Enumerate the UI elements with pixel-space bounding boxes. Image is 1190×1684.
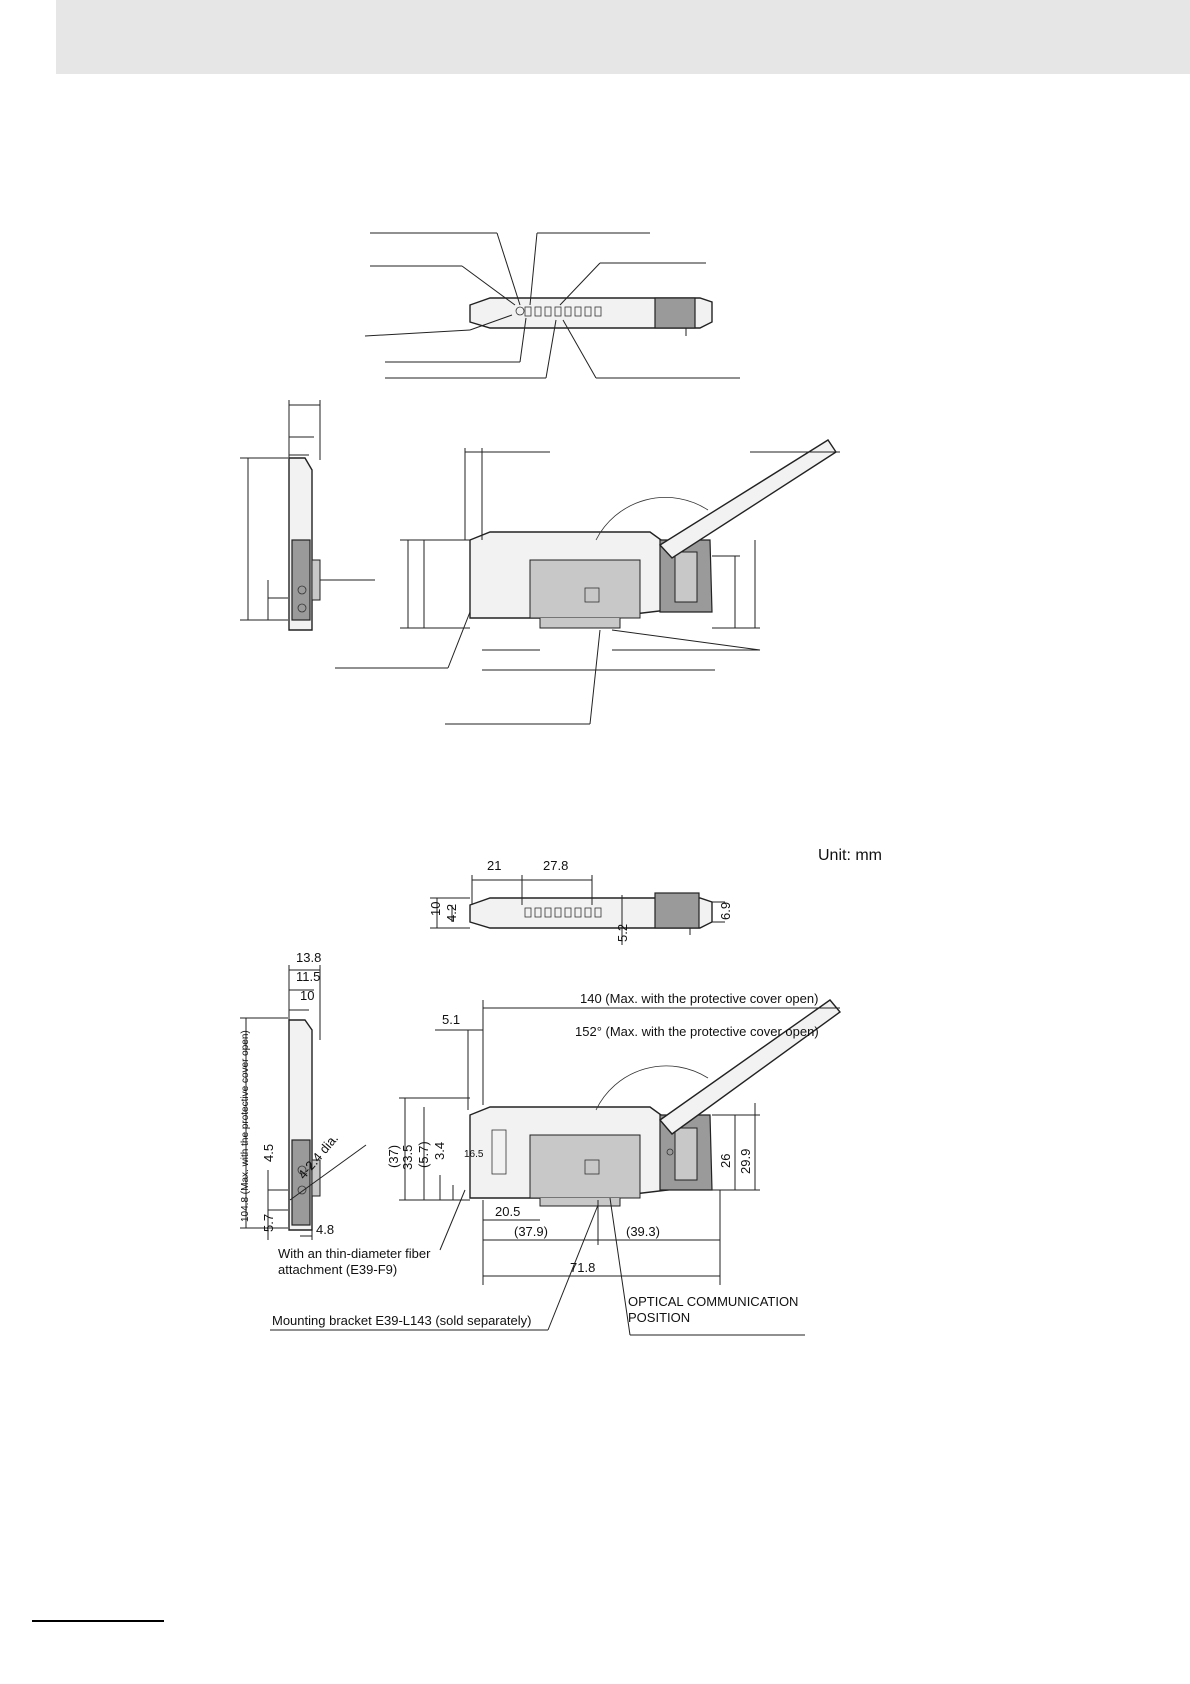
lower-front-view bbox=[270, 999, 842, 1336]
front-dim-16-5: 16.5 bbox=[464, 1149, 484, 1160]
top-dim-27-8: 27.8 bbox=[543, 858, 568, 873]
side-dim-4-5: 4.5 bbox=[261, 1144, 276, 1162]
footer-rule bbox=[32, 1620, 164, 1622]
front-dim-26: 26 bbox=[718, 1154, 733, 1168]
front-dim-20-5: 20.5 bbox=[495, 1204, 520, 1219]
front-dim-37-9: (37.9) bbox=[514, 1224, 548, 1239]
front-dim-5-7: (5.7) bbox=[416, 1141, 431, 1168]
side-dim-11-5: 11.5 bbox=[296, 969, 320, 984]
top-dim-6-9: 6.9 bbox=[718, 902, 733, 920]
unit-label: Unit: mm bbox=[818, 847, 882, 864]
note-fiber-attachment: With an thin-diameter fiber attachment (… bbox=[278, 1246, 434, 1277]
front-dim-71-8: 71.8 bbox=[570, 1260, 595, 1275]
note-bracket: Mounting bracket E39-L143 (sold separate… bbox=[272, 1313, 531, 1328]
upper-top-view bbox=[364, 232, 740, 379]
top-dim-5-2: 5.2 bbox=[615, 924, 630, 942]
lower-top-view bbox=[430, 875, 725, 945]
side-dim-10: 10 bbox=[300, 988, 314, 1003]
lower-side-view bbox=[240, 965, 367, 1240]
top-dim-4-2: 4.2 bbox=[444, 904, 459, 922]
side-dim-5-7: 5.7 bbox=[261, 1214, 276, 1232]
front-angle-label: 152° (Max. with the protective cover ope… bbox=[575, 1024, 819, 1039]
upper-side-view bbox=[240, 400, 375, 631]
top-dim-21: 21 bbox=[487, 858, 501, 873]
page-header-band bbox=[56, 0, 1190, 74]
note-optical: OPTICAL COMMUNICATION POSITION bbox=[628, 1294, 802, 1325]
front-dim-3-4: 3.4 bbox=[432, 1142, 447, 1160]
front-dim-37: (37) bbox=[386, 1145, 401, 1168]
top-dim-10: 10 bbox=[428, 902, 443, 916]
side-dim-13-8: 13.8 bbox=[296, 950, 321, 965]
upper-front-view bbox=[335, 439, 840, 725]
front-dim-5-1: 5.1 bbox=[442, 1012, 460, 1027]
side-dim-4-8: 4.8 bbox=[316, 1222, 334, 1237]
front-dim-33-5: 33.5 bbox=[400, 1145, 415, 1170]
front-length-label: 140 (Max. with the protective cover open… bbox=[580, 991, 818, 1006]
side-height-label: 104.8 (Max. with the protective cover op… bbox=[240, 1030, 251, 1222]
front-dim-29-9: 29.9 bbox=[738, 1149, 753, 1174]
front-dim-39-3: (39.3) bbox=[626, 1224, 660, 1239]
